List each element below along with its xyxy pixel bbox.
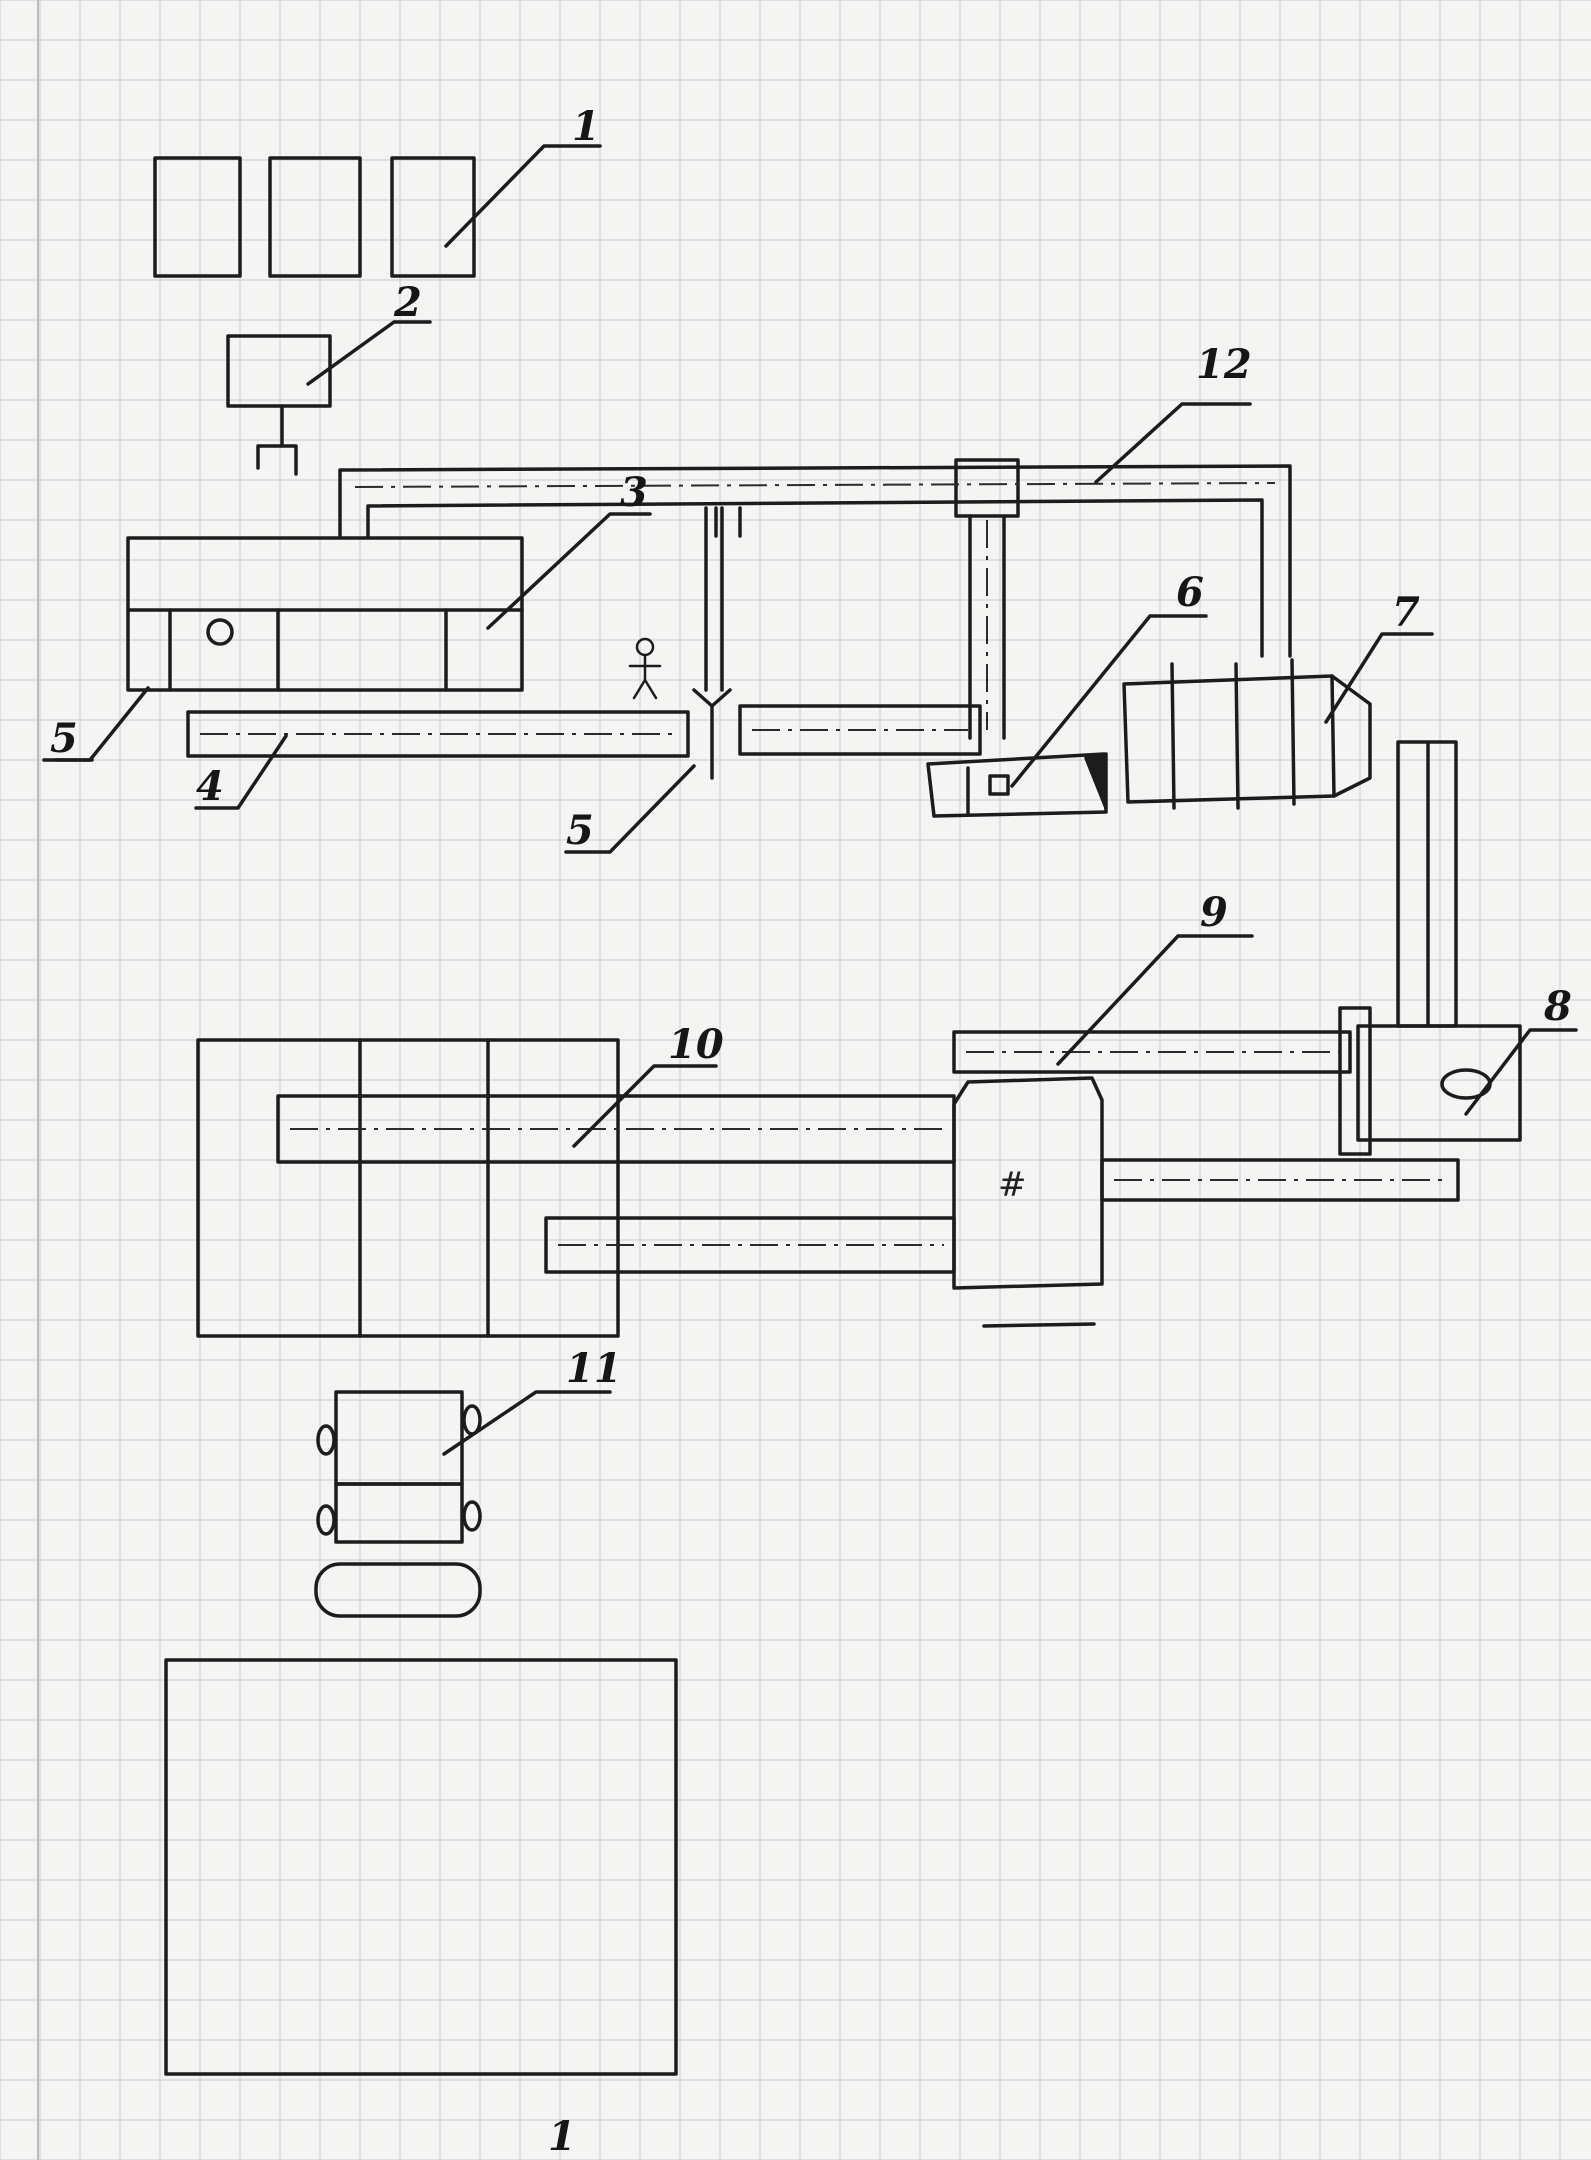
main-unit-body xyxy=(126,536,524,692)
leader-8 xyxy=(1464,1028,1578,1116)
leader-3 xyxy=(486,512,652,630)
sorting-unit-leg xyxy=(982,1322,1096,1328)
pipe-inner xyxy=(366,498,1264,658)
leader-7 xyxy=(1324,632,1434,724)
bin-1 xyxy=(153,156,242,278)
pipe-junction xyxy=(954,458,1020,518)
bin-2 xyxy=(268,156,362,278)
pipeline-12-centerline xyxy=(354,482,1276,488)
label-9: 9 xyxy=(1200,889,1228,936)
operator-person-icon xyxy=(628,637,662,700)
label-5-mid: 5 xyxy=(566,807,594,854)
sorting-unit-mark: # xyxy=(998,1165,1027,1205)
feeder-6-cone-icon xyxy=(1084,752,1108,810)
label-5-left: 5 xyxy=(50,715,78,762)
conveyor-4-body xyxy=(186,710,690,758)
hopper-8 xyxy=(1356,1024,1522,1142)
label-11: 11 xyxy=(566,1345,622,1392)
label-6: 6 xyxy=(1176,569,1204,616)
storage-10-outline xyxy=(196,1038,620,1338)
leader-9 xyxy=(1056,934,1254,1066)
label-1: 1 xyxy=(572,103,600,150)
dosing-box xyxy=(226,334,332,408)
leader-5-mid xyxy=(564,764,696,854)
elevator-8 xyxy=(1356,740,1522,1142)
label-3: 3 xyxy=(620,469,648,516)
label-8: 8 xyxy=(1543,983,1572,1030)
conveyor-10-lower xyxy=(544,1216,956,1274)
label-12: 12 xyxy=(1196,341,1252,388)
leader-2 xyxy=(306,320,432,386)
bin-3 xyxy=(390,156,476,278)
label-2: 2 xyxy=(393,279,422,326)
main-unit-hole-icon xyxy=(206,618,234,646)
pipe-drop xyxy=(968,514,1006,740)
conveyor-10-right xyxy=(1100,1158,1460,1202)
conveyor-10-upper xyxy=(276,1094,956,1164)
flange-8 xyxy=(1338,1006,1372,1156)
pipeline-12 xyxy=(338,458,1292,740)
dosing-unit xyxy=(226,334,332,476)
vehicle-11-track-icon xyxy=(314,1562,482,1618)
storage-10 xyxy=(196,1038,620,1338)
label-4: 4 xyxy=(196,763,224,810)
dosing-stand xyxy=(256,404,298,476)
pipe-riser xyxy=(714,506,742,538)
drum-7 xyxy=(1122,658,1372,810)
leader-10 xyxy=(572,1064,718,1148)
leader-6 xyxy=(1010,614,1208,788)
vehicle-11-cab xyxy=(334,1390,464,1486)
vehicle-11-body xyxy=(334,1482,464,1544)
storage-yard xyxy=(164,1658,678,2076)
label-10: 10 xyxy=(668,1021,724,1068)
conveyor-9 xyxy=(952,1030,1352,1074)
bins-group xyxy=(153,156,476,278)
label-7: 7 xyxy=(1392,589,1420,636)
conveyor-4b-body xyxy=(738,704,982,756)
feeder-6-window xyxy=(988,774,1010,796)
leader-lines xyxy=(54,144,1578,1456)
gate-5 xyxy=(692,506,732,780)
leader-1 xyxy=(444,144,602,248)
pipe-outer xyxy=(338,464,1292,658)
leader-4 xyxy=(194,734,288,810)
leader-11 xyxy=(442,1390,612,1456)
page-number: 1 xyxy=(548,2113,576,2160)
leader-12 xyxy=(1094,402,1252,484)
feeder-6 xyxy=(926,752,1108,818)
vehicle-11 xyxy=(314,1390,482,1618)
main-unit xyxy=(126,536,524,692)
lower-conveyor xyxy=(186,704,982,758)
